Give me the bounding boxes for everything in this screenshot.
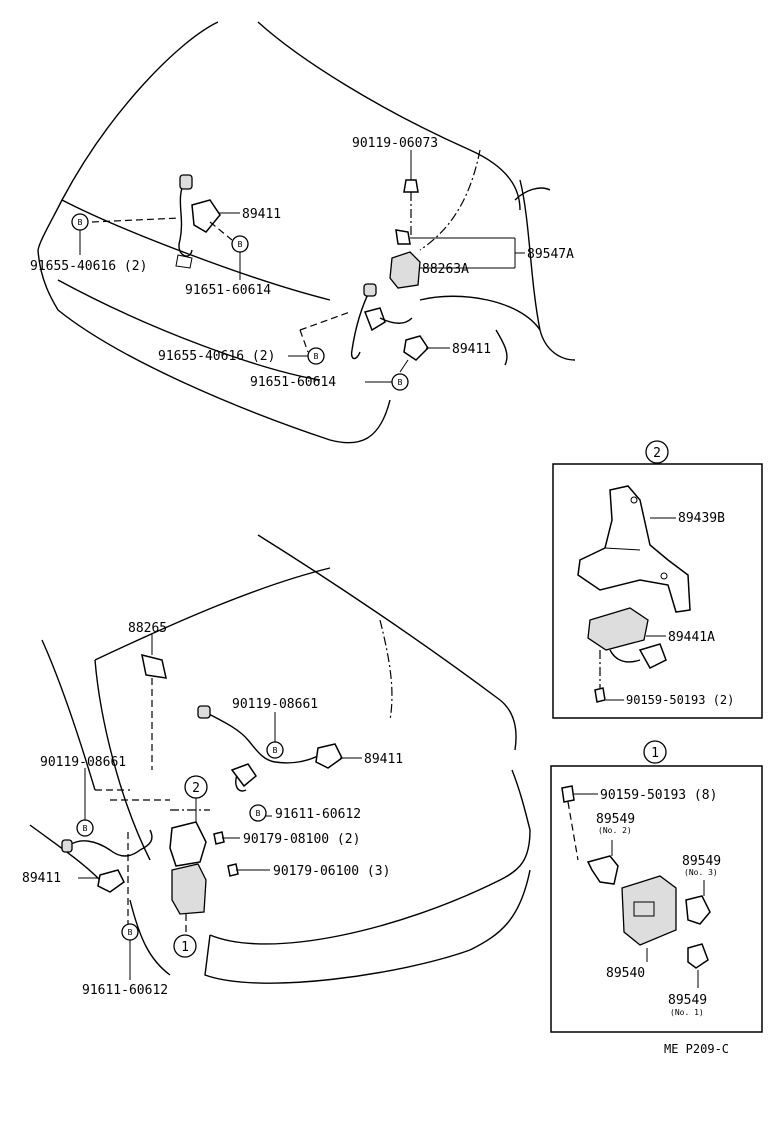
part-label: 90119-06073 [352, 136, 438, 151]
part-label: 91655-40616 (2) [158, 349, 275, 364]
bottom-leaders [78, 634, 362, 980]
top-clip-callouts: B B B B [71, 213, 409, 391]
detail-box-2: 2 89439B 89441A 90159-50193 (2) [552, 440, 763, 719]
ref-callout-2 [645, 440, 669, 464]
svg-text:1: 1 [651, 746, 659, 761]
module-89441A-icon [587, 607, 649, 651]
computer-icon [171, 863, 207, 915]
part-label: 90179-06100 (3) [273, 864, 390, 879]
clip-callout [249, 804, 267, 822]
bottom-vehicle-outline [29, 534, 531, 984]
clip-callout [391, 373, 409, 391]
bolt-icon [403, 179, 419, 193]
part-label: 90159-50193 (8) [600, 788, 717, 803]
clip-callout [231, 235, 249, 253]
part-label: 91611-60612 [82, 983, 168, 998]
part-label: 89439B [678, 511, 725, 526]
ref-callout-1 [173, 934, 197, 958]
part-label: 90119-08661 [40, 755, 126, 770]
bottom-callouts: B B B B 2 1 [76, 741, 284, 958]
part-label: 91611-60612 [275, 807, 361, 822]
part-sublabel: (No. 2) [598, 826, 632, 835]
part-label: 90119-08661 [232, 697, 318, 712]
part-label: 89441A [668, 630, 715, 645]
part-label: 89549 [596, 812, 635, 827]
part-label: 88263A [422, 262, 469, 277]
svg-text:2: 2 [192, 781, 200, 796]
part-label: 91651-60614 [250, 375, 336, 390]
part-label: 90179-08100 (2) [243, 832, 360, 847]
height-sensor-icon [315, 743, 343, 769]
clip-callout [71, 213, 89, 231]
part-label: 89411 [22, 871, 61, 886]
page-code: ME P209-C [664, 1042, 729, 1056]
part-label: 91651-60614 [185, 283, 271, 298]
bottom-labels: 88265 90119-08661 89411 90119-08661 9161… [22, 621, 403, 998]
bolt-icon [227, 863, 239, 877]
clip-callout [121, 923, 139, 941]
bracket-89439B-icon [577, 485, 691, 613]
bottom-parts [61, 653, 343, 938]
svg-text:B: B [314, 352, 319, 361]
part-label: 89411 [452, 342, 491, 357]
height-sensor-icon [403, 335, 429, 361]
top-parts [91, 174, 429, 361]
caution-label-icon [141, 653, 167, 679]
detail-box-1: 1 90159-50193 (8) 89549 (No. 2) 89549 (N… [550, 740, 763, 1033]
sensor-88263A-icon [389, 251, 421, 289]
svg-text:B: B [273, 746, 278, 755]
svg-text:B: B [238, 240, 243, 249]
bracket-icon [395, 229, 411, 245]
svg-text:B: B [256, 809, 261, 818]
top-vehicle-outline [37, 21, 576, 444]
part-label: 89411 [242, 207, 281, 222]
part-label: 91655-40616 (2) [30, 259, 147, 274]
top-labels: 90119-06073 89411 89547A 88263A 91655-40… [30, 136, 574, 390]
part-label: 89549 [682, 854, 721, 869]
bolt-icon [594, 687, 606, 703]
bracket-no3-icon [685, 895, 711, 925]
part-label: 89547A [527, 247, 574, 262]
height-sensor-icon [191, 199, 221, 233]
part-label: 89540 [606, 966, 645, 981]
part-label: 89549 [668, 993, 707, 1008]
part-sublabel: (No. 3) [684, 868, 718, 877]
height-sensor-icon [97, 869, 125, 893]
bracket-no2-icon [586, 855, 619, 885]
part-label: 89411 [364, 752, 403, 767]
svg-text:2: 2 [653, 446, 661, 461]
svg-text:B: B [78, 218, 83, 227]
ref-callout-1 [643, 740, 667, 764]
connector-icon [179, 174, 193, 190]
bracket-no1-icon [687, 943, 709, 969]
computer-89540-icon [621, 875, 677, 946]
top-leaders [79, 150, 525, 383]
svg-text:B: B [83, 824, 88, 833]
svg-text:B: B [128, 928, 133, 937]
part-label: 88265 [128, 621, 167, 636]
ref-callout-2 [184, 775, 208, 799]
clip-callout [307, 347, 325, 365]
svg-text:B: B [398, 378, 403, 387]
svg-text:1: 1 [181, 940, 189, 955]
part-label: 90159-50193 (2) [626, 693, 734, 707]
clip-callout [76, 819, 94, 837]
bolt-icon [213, 831, 225, 845]
bolt-icon [561, 785, 575, 803]
part-sublabel: (No. 1) [670, 1008, 704, 1017]
clip-callout [266, 741, 284, 759]
bracket-icon [169, 821, 207, 867]
